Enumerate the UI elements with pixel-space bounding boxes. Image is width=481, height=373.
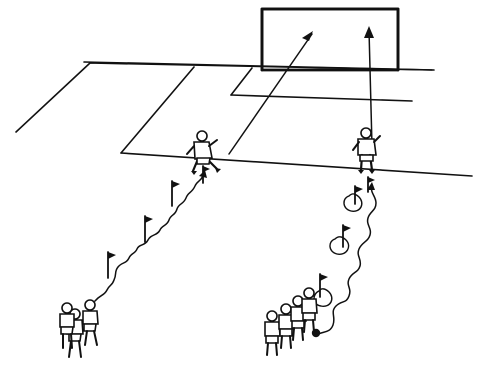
- right-flag-3: [354, 185, 363, 205]
- right-shot-line: [368, 29, 373, 147]
- right-waiting-group: [264, 287, 318, 356]
- left-waiting-player-3: [59, 302, 75, 349]
- right-flags: [319, 176, 375, 298]
- left-flags: [107, 165, 210, 279]
- left-shooter-player: [186, 130, 221, 175]
- left-dribble-path: [94, 170, 207, 302]
- left-shot-line: [228, 33, 313, 155]
- right-flag-4: [367, 176, 375, 193]
- right-loop-3: [343, 193, 363, 212]
- left-wavy-dribble: [94, 175, 204, 302]
- field-lines: [15, 61, 473, 177]
- goal: [260, 7, 400, 72]
- right-dribble-path: [313, 182, 377, 336]
- right-loop-2: [329, 236, 350, 255]
- penalty-box-left-line: [120, 66, 195, 154]
- goal-posts: [260, 7, 400, 72]
- shot-arrows: [228, 26, 374, 155]
- goal-area-front-line: [230, 94, 413, 102]
- goal-frame: [260, 7, 400, 72]
- goal-area-left-line: [230, 67, 253, 96]
- left-flag-1: [107, 251, 116, 279]
- left-flag-2: [144, 215, 153, 243]
- right-dribble-arrowhead: [367, 182, 375, 190]
- left-waiting-group: [59, 299, 99, 358]
- right-flag-2: [342, 224, 351, 248]
- right-waiting-player-1: [264, 310, 281, 356]
- left-flag-3: [171, 180, 180, 207]
- right-shooter-player: [352, 127, 381, 174]
- right-wavy-dribble: [315, 186, 377, 336]
- right-shot-arrowhead: [364, 26, 374, 38]
- right-flag-1: [319, 273, 328, 298]
- penalty-box-front-line: [120, 152, 473, 177]
- left-waiting-player-2: [82, 299, 99, 346]
- left-shot-arrowhead: [302, 31, 313, 41]
- left-flag-4: [202, 165, 210, 184]
- right-waiting-player-4: [301, 287, 318, 333]
